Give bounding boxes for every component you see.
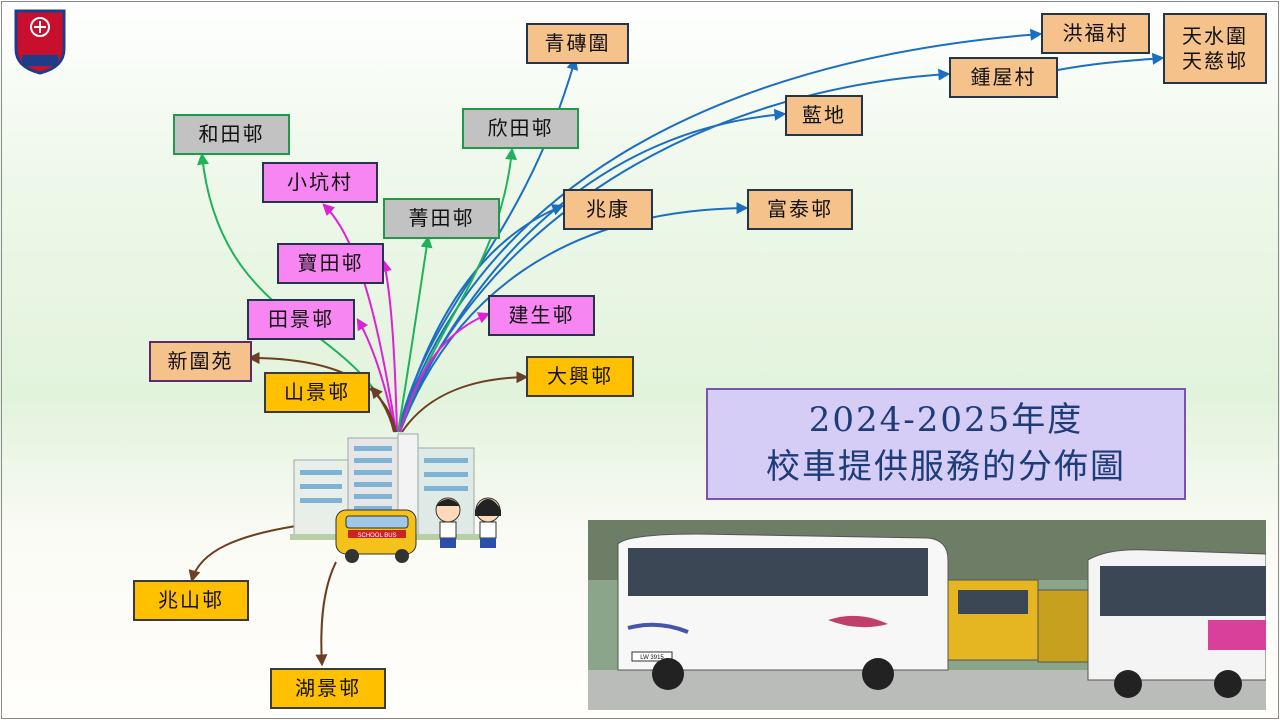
- diagram-title-text: 校車提供服務的分佈圖: [766, 447, 1126, 487]
- node-yan-tin: 欣田邨: [462, 108, 579, 149]
- node-tai-hing: 大興邨: [526, 356, 634, 397]
- route-wu-king: [315, 561, 337, 667]
- node-siu-hong: 兆康: [563, 189, 653, 230]
- node-lam-tei: 藍地: [785, 95, 863, 136]
- route-siu-hang: [322, 203, 397, 433]
- white-coach-right-icon: [1087, 549, 1266, 698]
- bus-sign-text: SCHOOL BUS: [357, 533, 396, 539]
- diagram-title-box: 2024-2025年度 校車提供服務的分佈圖: [706, 388, 1186, 500]
- route-shan-king: [370, 386, 395, 433]
- route-tsw: [1057, 52, 1165, 71]
- node-fu-tai: 富泰邨: [747, 189, 853, 230]
- route-siu-shan: [188, 525, 297, 583]
- node-siu-shan: 兆山邨: [133, 580, 249, 621]
- route-ching-tin: [397, 235, 433, 433]
- node-po-tin: 寶田邨: [277, 243, 384, 284]
- school-bus-icon: SCHOOL BUS: [335, 509, 417, 563]
- node-wo-tin: 和田邨: [173, 114, 290, 155]
- plate-text: LW 3915: [640, 655, 664, 661]
- node-shan-king: 山景邨: [264, 372, 370, 413]
- route-tai-hing: [401, 371, 529, 433]
- route-fu-tai: [399, 202, 749, 433]
- route-lam-tei: [397, 108, 787, 433]
- node-tin-king: 田景邨: [247, 299, 355, 340]
- school-bus-illustration: SCHOOL BUS: [290, 433, 501, 563]
- route-kin-sang: [399, 312, 491, 433]
- route-siu-hong: [397, 204, 565, 433]
- node-hung-fuk-tsuen: 洪福村: [1041, 13, 1150, 54]
- white-coach-left-icon: LW 3915: [617, 533, 949, 690]
- node-tin-shui-wai-tin-chi: 天水圍 天慈邨: [1163, 13, 1267, 84]
- node-chung-uk-tsuen: 鍾屋村: [949, 57, 1058, 98]
- diagram-title-year: 2024-2025年度: [808, 400, 1084, 441]
- node-kin-sang: 建生邨: [488, 295, 595, 336]
- route-hung-fuk-tsuen: [397, 28, 1043, 433]
- school-logo: [14, 9, 66, 75]
- node-ching-tin: 菁田邨: [383, 198, 500, 239]
- yellow-buses-icon: [947, 579, 1099, 663]
- node-qing-zhuan-wai: 青磚圍: [526, 23, 629, 64]
- student-girl-icon: [475, 497, 501, 548]
- student-boy-icon: [435, 497, 461, 548]
- school-buses-photo: LW 3915: [588, 520, 1266, 710]
- node-siu-hang-tsuen: 小坑村: [262, 162, 378, 203]
- node-wu-king: 湖景邨: [270, 668, 386, 709]
- route-po-tin: [380, 259, 398, 433]
- node-sun-yuen-court: 新圍苑: [149, 341, 252, 382]
